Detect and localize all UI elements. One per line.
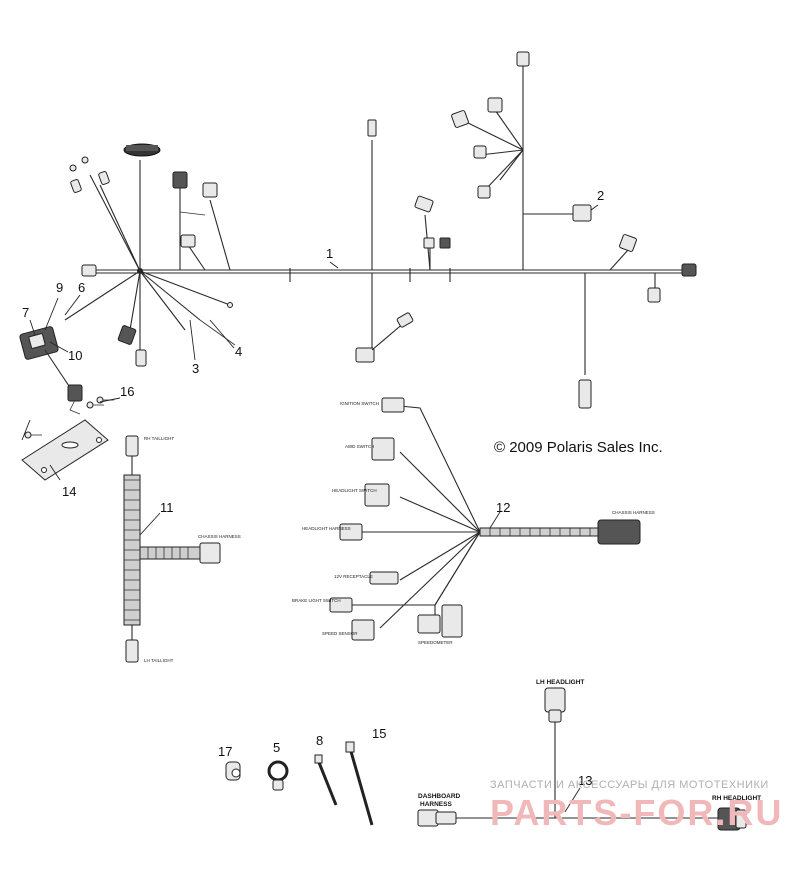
callout-1: 1: [326, 246, 333, 261]
callout-8: 8: [316, 733, 323, 748]
small-parts: [225, 741, 374, 826]
leader-lines: [29, 204, 599, 813]
label-awd: AWD SWITCH: [345, 444, 374, 449]
headlight-harness: [417, 687, 747, 831]
label-speed: SPEED SENSOR: [322, 631, 358, 636]
callout-13: 13: [578, 773, 592, 788]
callout-6: 6: [78, 280, 85, 295]
label-headlight-switch: HEADLIGHT SWITCH: [332, 488, 377, 493]
callout-10: 10: [68, 348, 82, 363]
label-receptacle: 12V RECEPTACLE: [334, 574, 373, 579]
label-chassis-12: CHASSIS HARNESS: [612, 510, 655, 515]
component-labels: RH TAILLIGHT LH TAILLIGHT CHASSIS HARNES…: [144, 401, 655, 663]
callout-2: 2: [597, 188, 604, 203]
callout-15: 15: [372, 726, 386, 741]
watermark-line-2: PARTS-FOR.RU: [490, 792, 783, 833]
callout-3: 3: [192, 361, 199, 376]
taillight-harness: [123, 435, 221, 663]
callout-numbers: 1 2 3 4 5 6 7 8 9 10 11 12 13 14 15 16 1…: [22, 188, 604, 788]
label-rh-tail: RH TAILLIGHT: [144, 436, 174, 441]
watermark-line-1: ЗАПЧАСТИ И АКСЕССУАРЫ ДЛЯ МОТОТЕХНИКИ: [490, 779, 769, 791]
label-speedometer: SPEEDOMETER: [418, 640, 453, 645]
callout-17: 17: [218, 744, 232, 759]
mounting-bracket: [21, 396, 114, 481]
label-brake: BRAKE LIGHT SWITCH: [292, 598, 341, 603]
callout-5: 5: [273, 740, 280, 755]
callout-7: 7: [22, 305, 29, 320]
main-harness: [64, 51, 697, 409]
callout-14: 14: [62, 484, 76, 499]
callout-16: 16: [120, 384, 134, 399]
callout-9: 9: [56, 280, 63, 295]
label-dashboard-harness: HARNESS: [420, 801, 452, 808]
label-dashboard: DASHBOARD: [418, 793, 461, 800]
label-headlight-harness: HEADLIGHT HARNESS: [302, 526, 351, 531]
headlight-labels: LH HEADLIGHT RH HEADLIGHT DASHBOARD HARN…: [418, 679, 761, 808]
callout-4: 4: [235, 344, 242, 359]
label-rh-headlight: RH HEADLIGHT: [712, 795, 761, 802]
copyright-text: © 2009 Polaris Sales Inc.: [494, 439, 663, 456]
label-chassis-11: CHASSIS HARNESS: [198, 534, 241, 539]
callout-12: 12: [496, 500, 510, 515]
callout-11: 11: [160, 500, 174, 515]
relay-module: [19, 326, 83, 415]
label-lh-headlight: LH HEADLIGHT: [536, 679, 584, 686]
label-ignition: IGNITION SWITCH: [340, 401, 379, 406]
label-lh-tail: LH TAILLIGHT: [144, 658, 174, 663]
switch-harness: [329, 397, 641, 641]
